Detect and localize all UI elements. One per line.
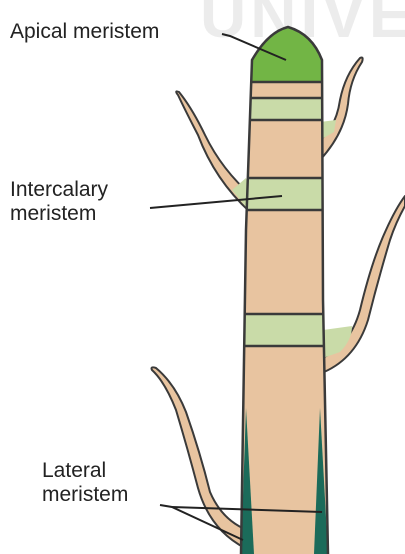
leaf-right-upper	[318, 58, 363, 161]
leaf-left-lower	[152, 367, 248, 548]
label-apical-text: Apical meristem	[10, 20, 159, 43]
label-intercalary-meristem: Intercalary meristem	[10, 178, 108, 226]
meristem-band-1	[230, 98, 340, 120]
apical-meristem-tip	[230, 20, 340, 82]
label-lateral-line2: meristem	[42, 483, 128, 507]
label-lateral-meristem: Lateral meristem	[42, 459, 128, 507]
label-lateral-line1: Lateral	[42, 459, 128, 483]
label-intercalary-line1: Intercalary	[10, 178, 108, 202]
label-intercalary-line2: meristem	[10, 202, 108, 226]
label-apical-meristem: Apical meristem	[10, 20, 159, 44]
